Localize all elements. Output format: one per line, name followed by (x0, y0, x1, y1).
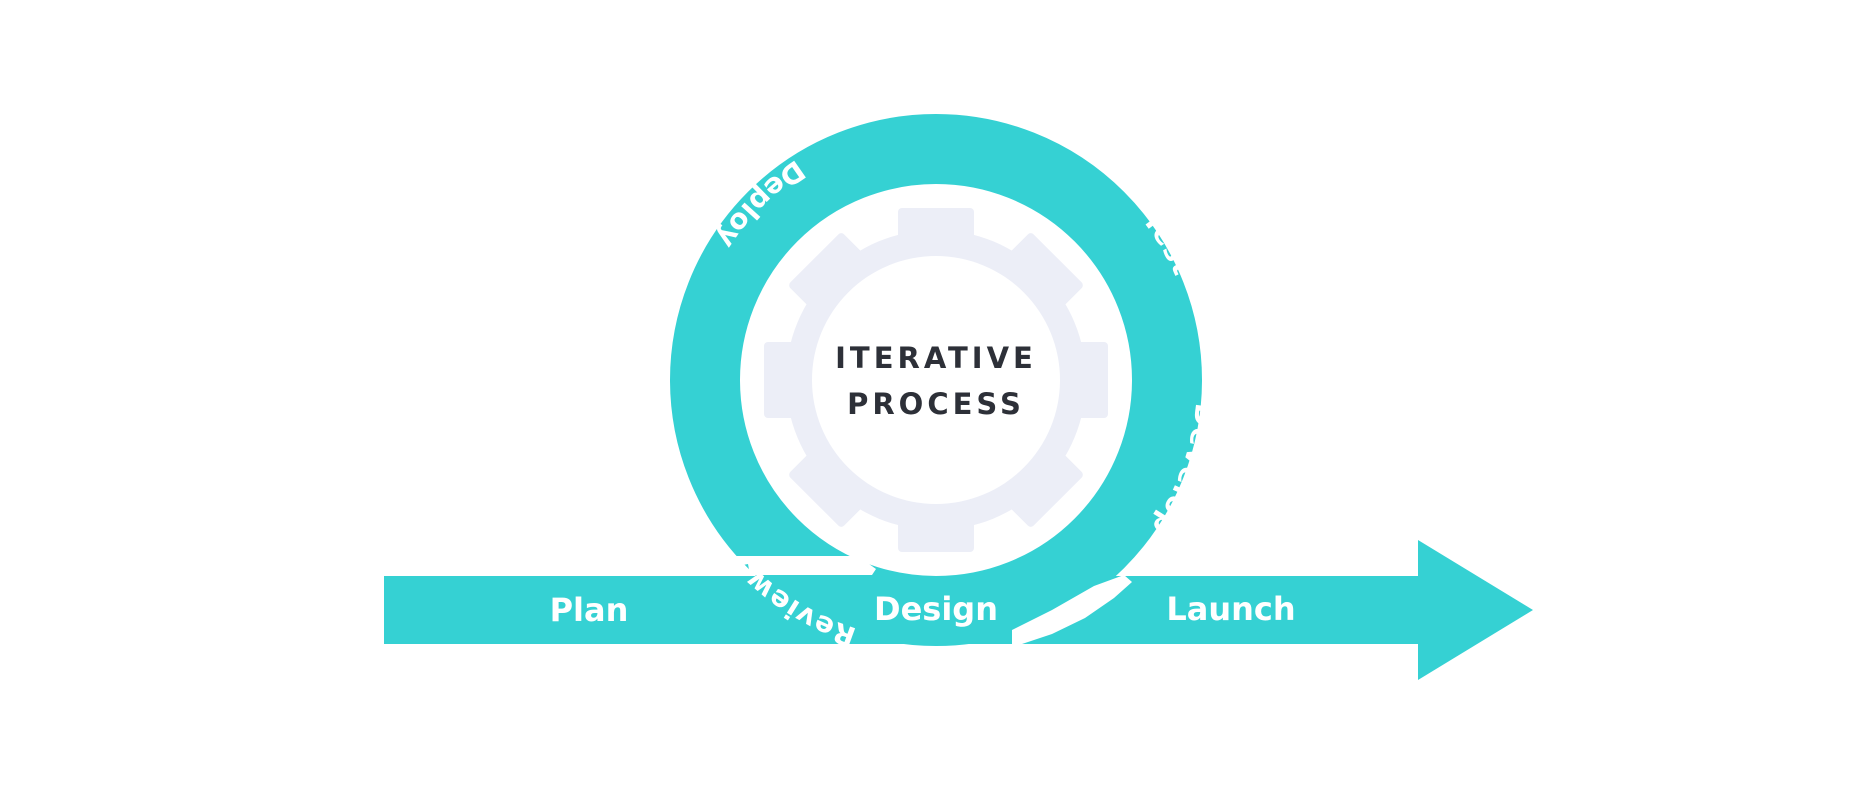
loop-bar-joint (872, 576, 1012, 644)
loop-gap-left (736, 556, 876, 575)
stage-label-plan: Plan (550, 591, 629, 629)
stage-label-design: Design (874, 590, 998, 628)
loop-gap-right (1008, 575, 1132, 646)
center-title-line2: PROCESS (847, 387, 1025, 421)
iteration-loop (670, 114, 1202, 646)
center-title-line1: ITERATIVE (835, 341, 1037, 375)
stage-label-launch: Launch (1166, 590, 1295, 628)
gear-icon (764, 208, 1108, 552)
arrow-right-icon (1418, 540, 1533, 680)
